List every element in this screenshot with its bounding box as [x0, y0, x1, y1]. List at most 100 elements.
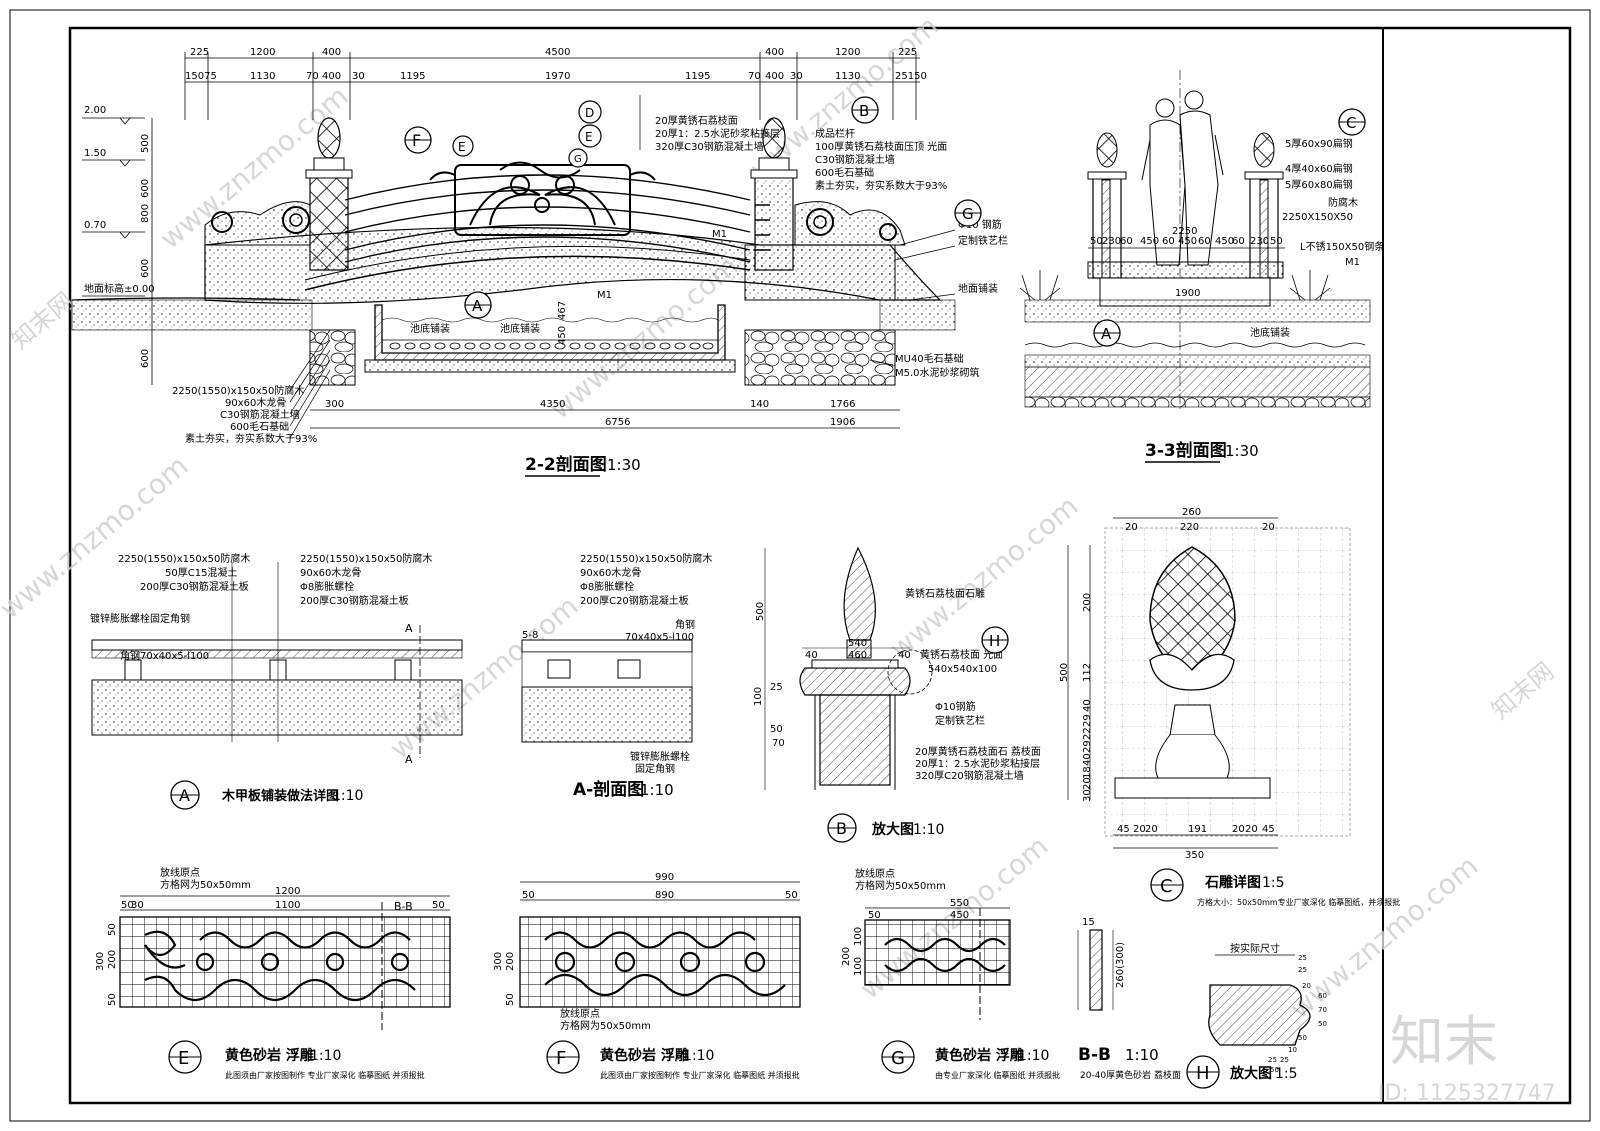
- dim: 990: [655, 872, 674, 883]
- grid-note: 方格网为50x50mm: [560, 1019, 651, 1032]
- svg-text:B: B: [836, 819, 847, 838]
- dim: 25150: [895, 71, 927, 82]
- detail-scale: 1:10: [683, 1048, 714, 1064]
- dim: 30: [1082, 789, 1093, 802]
- callout: 成品栏杆: [815, 127, 855, 140]
- dim: 1130: [250, 71, 275, 82]
- detail-h: 按实际尺寸 25 25 20 60 70 50 50 10 25 25 50 H…: [1186, 942, 1327, 1089]
- dim: 50: [1270, 1066, 1279, 1074]
- level-marks: [82, 117, 145, 297]
- tag-d: D: [578, 100, 602, 124]
- dim: 20: [1232, 824, 1245, 835]
- callout: 90x60木龙骨: [300, 566, 361, 579]
- dim: 45: [1117, 824, 1130, 835]
- svg-text:G: G: [891, 1048, 905, 1069]
- svg-text:C: C: [1346, 114, 1356, 132]
- callout: 70x40x5-l100: [625, 632, 694, 643]
- dim: 400: [765, 71, 784, 82]
- dim: 400: [322, 47, 341, 58]
- callout: M1: [1345, 257, 1360, 268]
- dim: 60: [1198, 236, 1211, 247]
- grid-note: 放线原点: [855, 867, 895, 880]
- dim: 20: [1125, 522, 1138, 533]
- pool-basin: [364, 304, 736, 373]
- svg-text:B: B: [859, 102, 869, 120]
- callout: Φ8膨胀螺栓: [580, 580, 634, 593]
- svg-text:G: G: [574, 154, 582, 165]
- callout: 黄锈石荔枝面石雕: [905, 587, 985, 600]
- dim: 200: [505, 952, 516, 971]
- brand-logo: 知末: [1390, 1010, 1498, 1073]
- svg-text:C: C: [1160, 876, 1173, 897]
- dim: 220: [1180, 522, 1199, 533]
- detail-a-section: 2250(1550)x150x50防腐木 90x60木龙骨 Φ8膨胀螺栓 200…: [521, 552, 712, 800]
- grid-note: 方格网为50x50mm: [855, 879, 946, 892]
- tag-f: F: [404, 126, 432, 154]
- tag-e2: E: [578, 124, 602, 148]
- level-label: 0.70: [84, 220, 106, 231]
- dim: 2250: [1172, 226, 1197, 237]
- drawing-frame: [9, 9, 1591, 1122]
- tag-a: A: [464, 291, 492, 319]
- dim: 1906: [830, 417, 855, 428]
- svg-text:H: H: [1196, 1063, 1210, 1084]
- dim: 70: [748, 71, 761, 82]
- dim: 60: [1120, 236, 1133, 247]
- callout: 200厚C30钢筋混凝土板: [300, 594, 409, 607]
- tag-e-detail: E: [168, 1040, 202, 1074]
- section-scale: 1:30: [607, 456, 641, 474]
- svg-text:D: D: [585, 106, 594, 120]
- detail-title: B-B: [1078, 1045, 1111, 1065]
- watermark-text: www.znzmo.com: [0, 449, 194, 625]
- pool-label: 池底铺装: [1250, 326, 1290, 339]
- tag-b: B: [851, 96, 879, 124]
- callout: 镀锌膨胀螺栓固定角钢: [90, 612, 190, 625]
- angle-brackets: [124, 659, 412, 681]
- dim: 1200: [275, 886, 300, 897]
- dim: 1100: [275, 900, 300, 911]
- dim: 60: [1318, 992, 1327, 1000]
- dim: 50: [505, 993, 516, 1006]
- callout: 镀锌膨胀螺栓: [630, 750, 690, 763]
- dim: 500: [140, 134, 151, 153]
- callout: C30钢筋混凝土墙: [220, 408, 300, 421]
- detail-scale: 1:10: [640, 781, 674, 799]
- detail-title: 石雕详图: [1204, 874, 1261, 891]
- dim: 350: [1185, 850, 1204, 861]
- dim: 112: [1082, 663, 1093, 682]
- detail-b: 500 540 460 40 40 100 25 50 70 黄锈石荔枝面石雕 …: [753, 546, 1041, 843]
- callout: 定制铁艺栏: [935, 714, 985, 727]
- svg-text:A: A: [472, 297, 483, 315]
- sculpture-figures: [1141, 90, 1224, 266]
- tag-c-33: C: [1338, 108, 1366, 136]
- detail-scale: 1:5: [1262, 875, 1285, 891]
- dim: 20: [1082, 777, 1093, 790]
- callout: 5-8: [522, 630, 538, 641]
- tag-f-detail: F: [546, 1040, 580, 1074]
- dim: 4350: [540, 399, 565, 410]
- dim: 50: [522, 890, 535, 901]
- detail-note: 此图须由厂家按图制作 专业厂家深化 临摹图纸 并须报批: [225, 1070, 425, 1080]
- callout: 按实际尺寸: [1230, 942, 1280, 955]
- grid-note: 方格网为50x50mm: [160, 878, 251, 891]
- callout: 防腐木: [1328, 196, 1358, 209]
- dim: 70: [1318, 1006, 1327, 1014]
- dim: 50: [770, 724, 783, 735]
- pool-label: 池底铺装: [500, 322, 540, 335]
- detail-a: A A 2250(1550)x150x50防腐木 50厚C15混凝土 200厚C…: [90, 552, 463, 810]
- detail-title: A-剖面图: [573, 779, 644, 800]
- id-label: ID: 1125327747: [1378, 1081, 1556, 1106]
- dim: 50: [868, 910, 881, 921]
- left-post: [305, 117, 353, 271]
- section-title: 3-3剖面图: [1145, 440, 1227, 461]
- svg-text:H: H: [989, 632, 1000, 650]
- dim: 200: [107, 950, 118, 969]
- dim: 20: [1302, 982, 1311, 990]
- dim: 25: [770, 682, 783, 693]
- level-label: 1.50: [84, 148, 106, 159]
- dim: 15075: [185, 71, 217, 82]
- detail-scale: 1:5: [1275, 1066, 1298, 1082]
- dim: 140: [750, 399, 769, 410]
- callout: 角钢70x40x5-l100: [120, 649, 209, 662]
